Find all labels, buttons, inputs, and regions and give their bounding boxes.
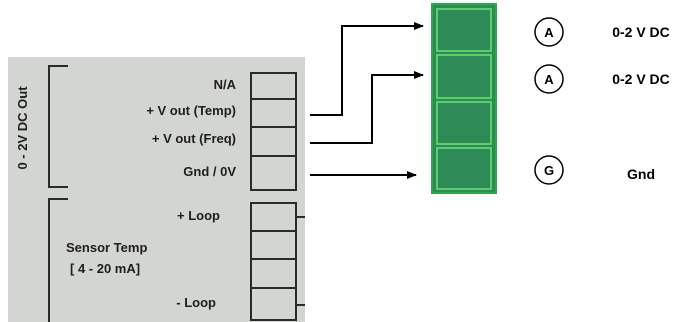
badge-letter-2: A [544, 72, 554, 87]
sensor-bracket [48, 198, 68, 322]
loop-plus-label: + Loop [177, 208, 220, 223]
sensor-terminal-block [250, 202, 305, 321]
output-label-na: N/A [214, 77, 237, 92]
badge-circle-1 [534, 17, 564, 47]
badge-letter-3: G [544, 163, 554, 178]
output-label-vout-temp: + V out (Temp) [146, 103, 236, 118]
connector-slot-2 [436, 54, 492, 99]
connection-legend: A 0-2 V DC A 0-2 V DC G Gnd [534, 17, 670, 185]
green-connector [431, 3, 497, 194]
arrow-vout-freq [310, 71, 424, 144]
dc-out-bracket [48, 65, 68, 188]
terminal-label-photo: 0 - 2V DC Out N/A + V out (Temp) + V out… [8, 57, 305, 322]
connection-label-3: Gnd [627, 166, 655, 182]
arrow-vout-temp [310, 22, 424, 116]
connection-arrows [310, 22, 424, 179]
connection-label-2: 0-2 V DC [612, 71, 670, 87]
output-label-vout-freq: + V out (Freq) [152, 131, 236, 146]
output-terminal-block [250, 72, 297, 191]
sensor-temp-label: Sensor Temp [66, 240, 147, 255]
badge-circle-3 [534, 155, 564, 185]
connector-slot-4 [436, 147, 492, 190]
sensor-range-label: [ 4 - 20 mA] [70, 261, 140, 276]
output-label-gnd: Gnd / 0V [183, 164, 236, 179]
connection-label-1: 0-2 V DC [612, 24, 670, 40]
badge-letter-1: A [544, 25, 554, 40]
terminal-gnd [250, 155, 297, 191]
loop-minus-label: - Loop [176, 295, 216, 310]
vertical-dc-out-label: 0 - 2V DC Out [15, 86, 30, 170]
badge-circle-2 [534, 64, 564, 94]
connector-slot-1 [436, 8, 492, 52]
connector-slot-3 [436, 101, 492, 145]
